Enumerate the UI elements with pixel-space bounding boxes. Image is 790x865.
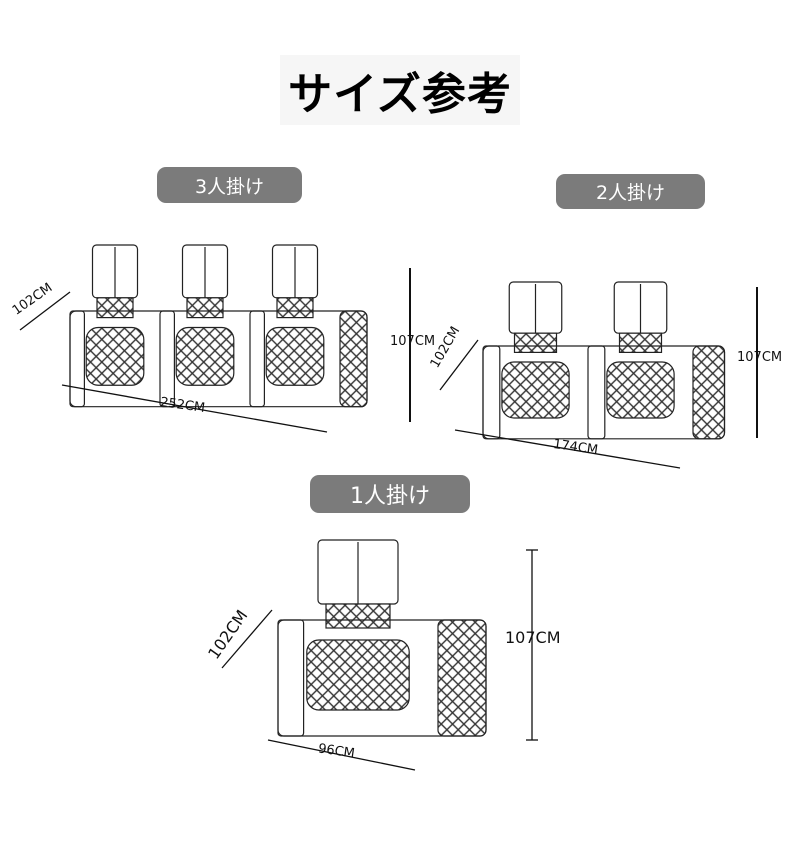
seat-cushion — [265, 326, 325, 386]
armrest — [159, 310, 175, 408]
seat-cushion — [306, 639, 410, 711]
height-label-1: 107CM — [505, 628, 561, 647]
title-box: サイズ参考 — [280, 55, 520, 125]
side-panel — [339, 310, 368, 408]
seat-cushion — [175, 326, 235, 386]
height-label-3: 107CM — [390, 334, 436, 349]
badge-3-seater: 3人掛け — [157, 167, 302, 203]
height-label-2: 107CM — [737, 350, 783, 365]
badge-1-seater: 1人掛け — [310, 475, 470, 513]
badge-2-seater: 2人掛け — [556, 174, 705, 209]
sofa-3-seater-illustration — [69, 244, 368, 408]
sofa-1-seater-illustration — [277, 539, 487, 737]
armrest — [482, 345, 501, 440]
sofa-2-seater-illustration — [482, 281, 726, 440]
depth-line-2 — [439, 339, 479, 391]
depth-line-1 — [221, 609, 273, 669]
armrest — [587, 345, 606, 440]
seat-cushion — [606, 361, 675, 419]
seat-cushion — [501, 361, 570, 419]
depth-line-3 — [19, 291, 71, 331]
width-line-3 — [61, 384, 328, 433]
page-title: サイズ参考 — [288, 69, 512, 120]
width-line-2 — [454, 429, 681, 469]
side-panel — [692, 345, 726, 440]
width-line-1 — [267, 739, 416, 771]
seat-cushion — [85, 326, 145, 386]
armrest — [249, 310, 265, 408]
armrest — [277, 619, 305, 737]
side-panel — [437, 619, 487, 737]
armrest — [69, 310, 85, 408]
dimension-lines — [19, 268, 758, 771]
